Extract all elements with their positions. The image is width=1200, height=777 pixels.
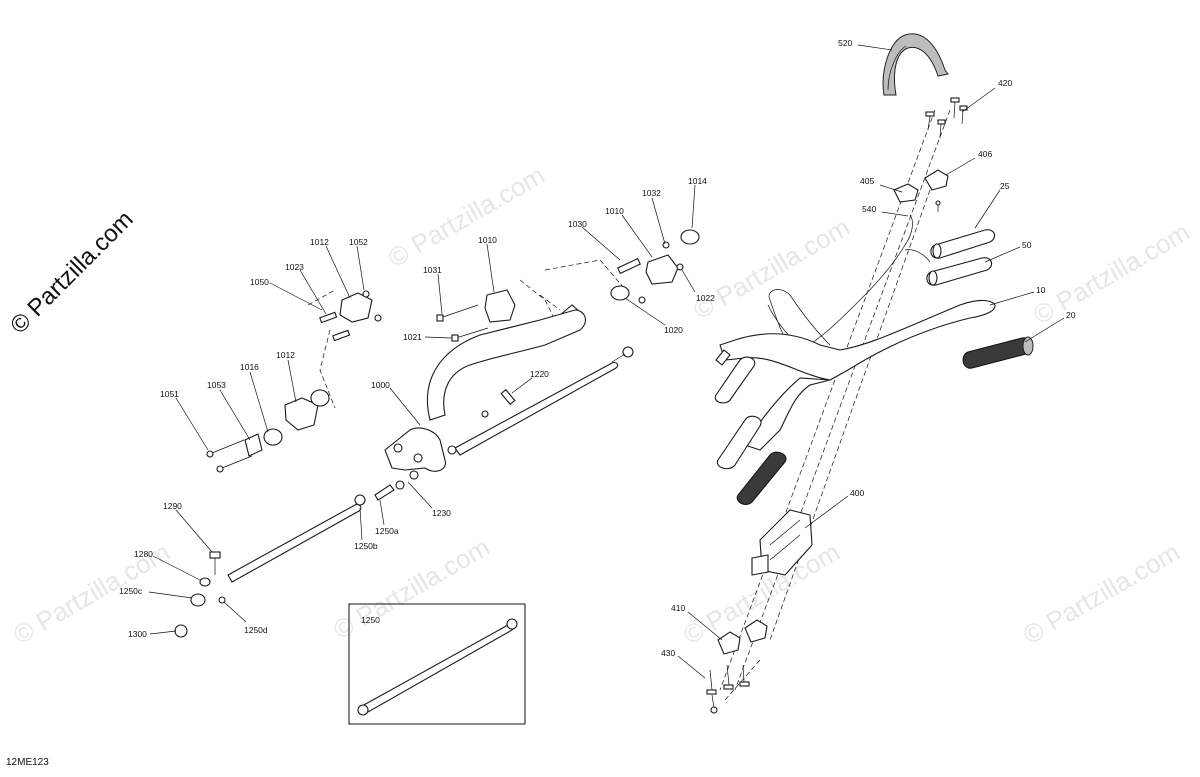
- tie-rod-assembly: [174, 470, 419, 638]
- watermark: © Partzilla.com: [688, 212, 855, 326]
- watermark: © Partzilla.com: [383, 160, 550, 274]
- callout-label: 1030: [568, 219, 587, 229]
- handlebar-assembly: [706, 33, 1034, 714]
- callout-label: 50: [1022, 240, 1032, 250]
- callout-label: 540: [862, 204, 876, 214]
- callout-label: 410: [671, 603, 685, 613]
- callout-label: 1000: [371, 380, 390, 390]
- strap-part: [882, 33, 949, 96]
- inset-box-1250: 1250: [348, 603, 526, 725]
- callout-label: 10: [1036, 285, 1046, 295]
- bolt-set: [925, 97, 968, 139]
- bolt-set: [706, 664, 750, 714]
- inset-frame: [348, 603, 526, 725]
- steering-column-assembly: [384, 229, 700, 472]
- callout-label: 1012: [310, 237, 329, 247]
- watermark: © Partzilla.com: [328, 532, 495, 646]
- callout-label: 406: [978, 149, 992, 159]
- callout-label: 1014: [688, 176, 707, 186]
- callout-label: 1010: [478, 235, 497, 245]
- callout-label: 1020: [664, 325, 683, 335]
- watermark-layer: © Partzilla.com © Partzilla.com © Partzi…: [8, 160, 1195, 651]
- callout-label: 1023: [285, 262, 304, 272]
- callout-label: 1230: [432, 508, 451, 518]
- callout-label: 1051: [160, 389, 179, 399]
- watermark: © Partzilla.com: [1018, 537, 1185, 651]
- callout-label: 1032: [642, 188, 661, 198]
- callout-label: 1016: [240, 362, 259, 372]
- callout-label: 1220: [530, 369, 549, 379]
- callout-label: 1031: [423, 265, 442, 275]
- callout-label: 1021: [403, 332, 422, 342]
- callout-label: 420: [998, 78, 1012, 88]
- callout-label: 430: [661, 648, 675, 658]
- callout-label: 1010: [605, 206, 624, 216]
- callout-labels: 520 420 406 405 540 25 50 10 20 400 410 …: [119, 38, 1076, 658]
- callout-label: 20: [1066, 310, 1076, 320]
- callout-label: 25: [1000, 181, 1010, 191]
- callout-label: 1250b: [354, 541, 378, 551]
- inset-label: 1250: [361, 615, 380, 625]
- callout-label: 1050: [250, 277, 269, 287]
- callout-label: 1290: [163, 501, 182, 511]
- callout-label: 1300: [128, 629, 147, 639]
- brand-watermark: © Partzilla.com: [5, 206, 138, 339]
- callout-label: 1012: [276, 350, 295, 360]
- callout-label: 1022: [696, 293, 715, 303]
- callout-label: 1052: [349, 237, 368, 247]
- watermark: © Partzilla.com: [1028, 217, 1195, 331]
- callout-label: 1250d: [244, 625, 268, 635]
- callout-label: 1280: [134, 549, 153, 559]
- callout-leaders: [148, 44, 1065, 679]
- callout-label: 1053: [207, 380, 226, 390]
- callout-label: 520: [838, 38, 852, 48]
- diagram-code: 12ME123: [6, 757, 49, 768]
- callout-label: 1250c: [119, 586, 143, 596]
- pivot-assembly: [206, 289, 382, 473]
- callout-label: 405: [860, 176, 874, 186]
- callout-label: 400: [850, 488, 864, 498]
- callout-label: 1250a: [375, 526, 399, 536]
